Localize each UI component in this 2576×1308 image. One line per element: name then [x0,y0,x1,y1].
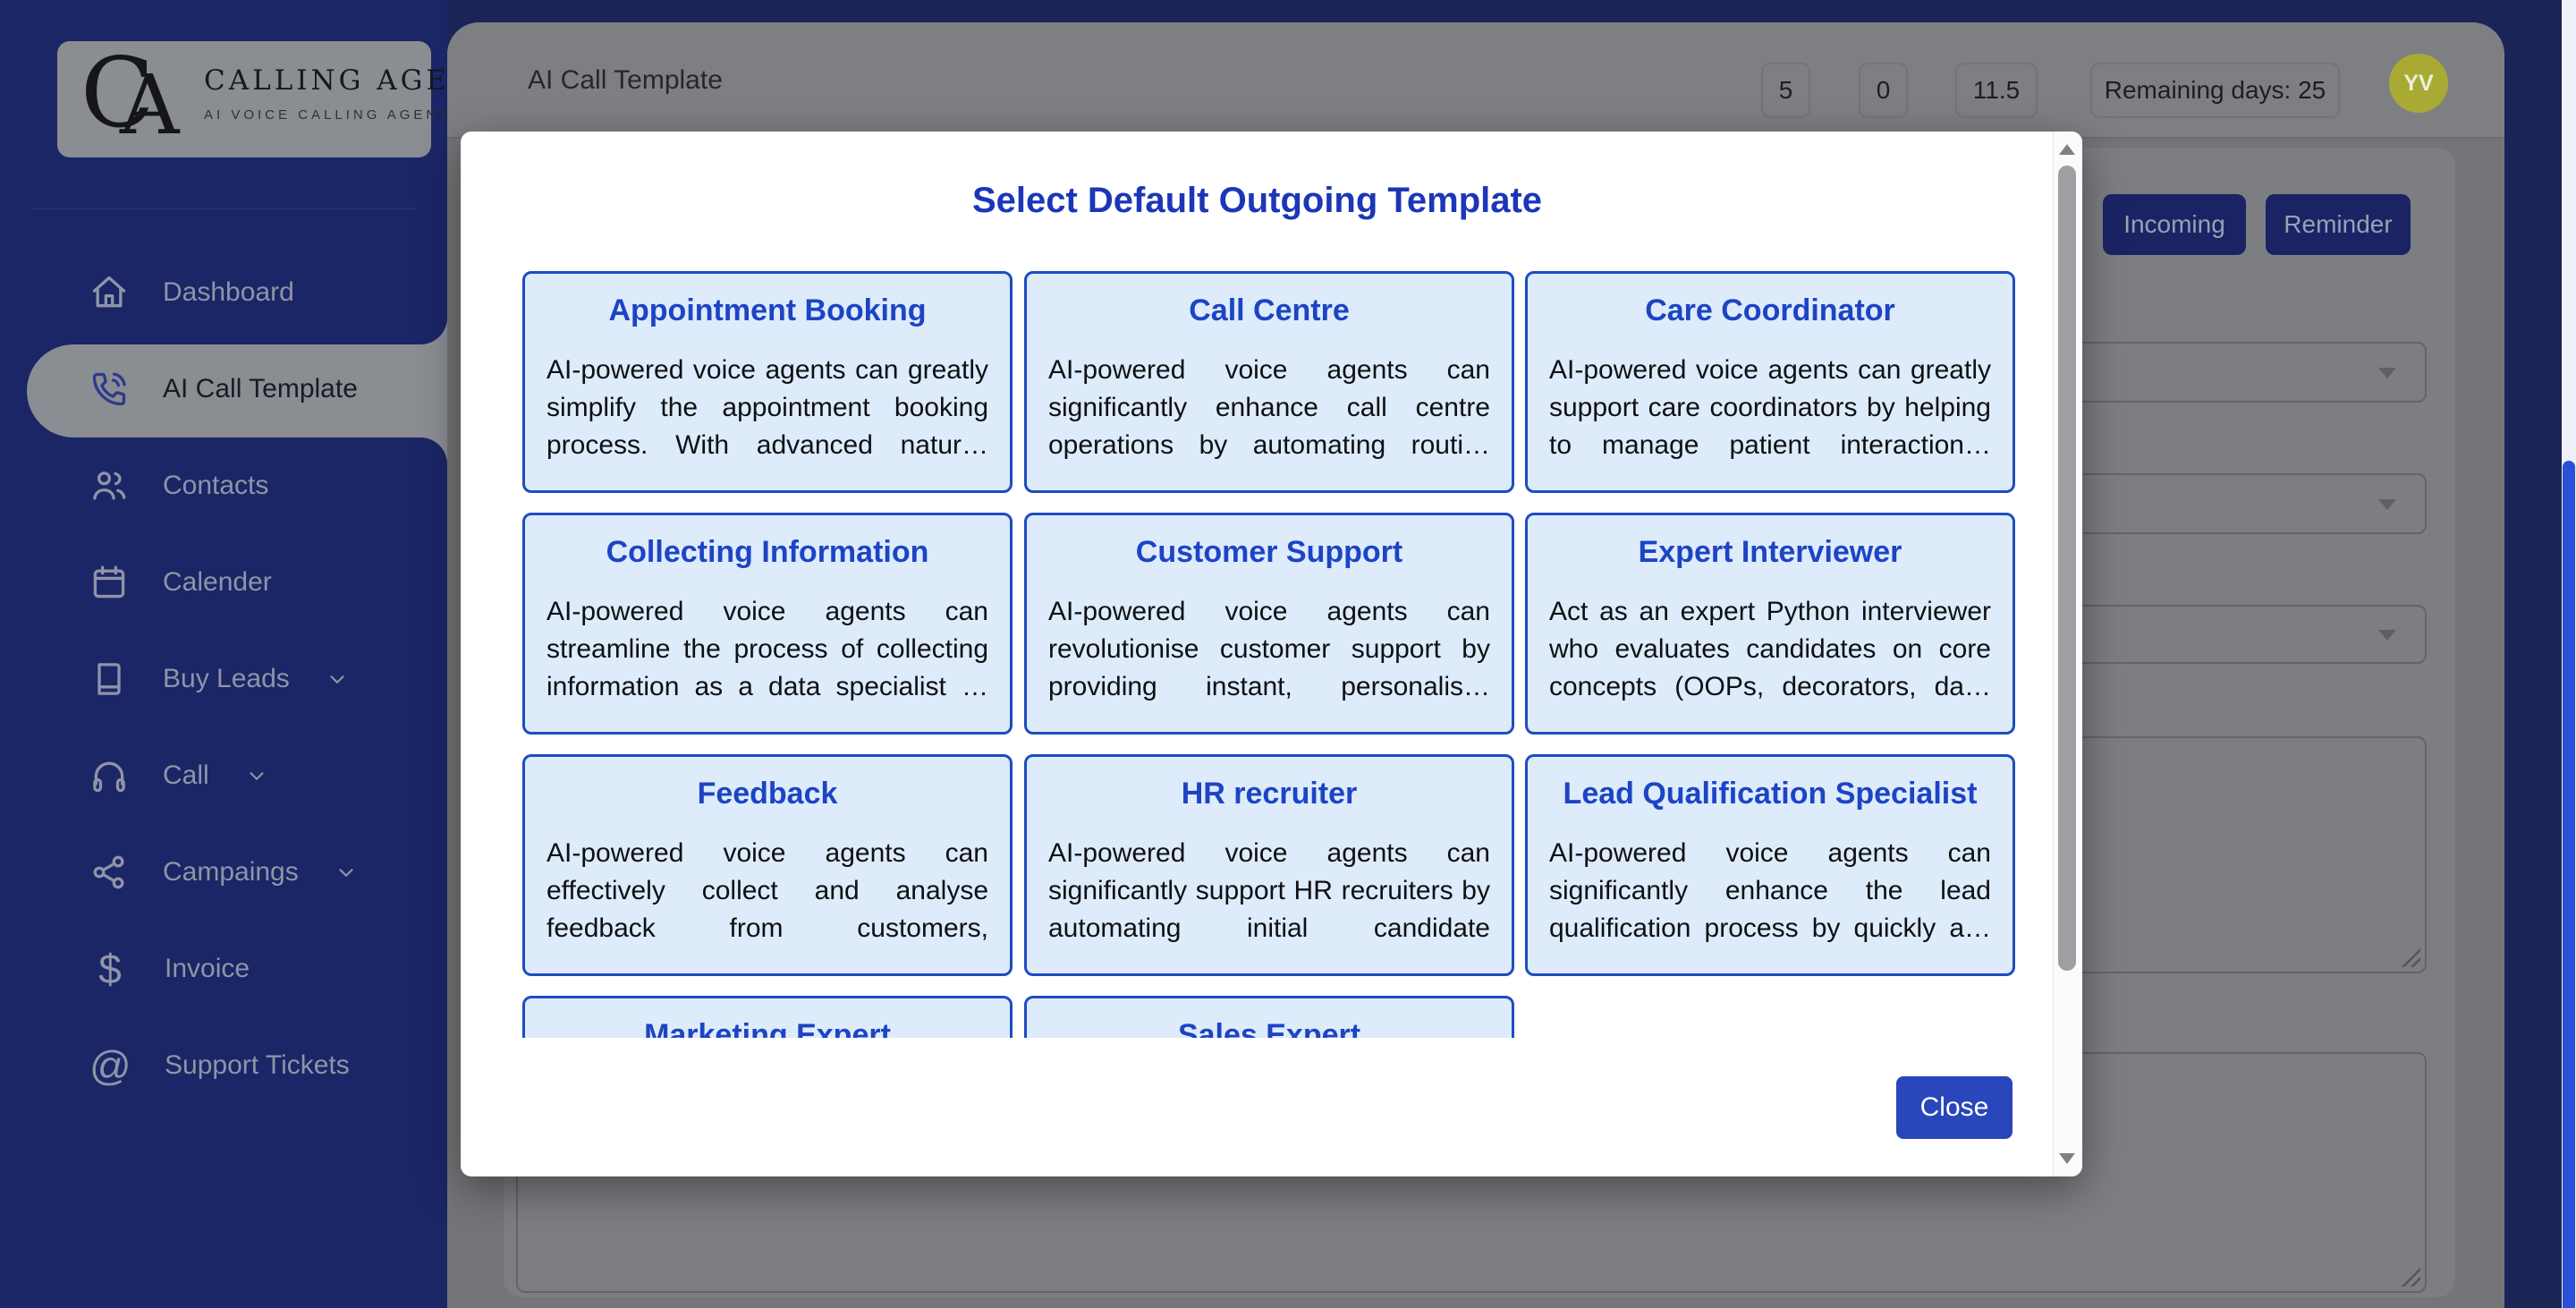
sidebar-item-buy-leads[interactable]: Buy Leads [0,631,447,727]
active-item-notch-bottom [420,437,447,464]
share-icon [93,855,124,889]
card-title: Sales Expert [1177,1018,1361,1038]
sidebar-item-invoice[interactable]: $ Invoice [0,921,447,1017]
template-card-customer-support[interactable]: Customer Support AI-powered voice agents… [1024,513,1514,735]
chevron-down-icon [339,869,353,877]
page-title: AI Call Template [528,65,723,95]
dropdown-caret-icon [2378,368,2396,378]
page-scrollbar[interactable] [2562,0,2576,1308]
template-card-call-centre[interactable]: Call Centre AI-powered voice agents can … [1024,271,1514,493]
sidebar-item-calender[interactable]: Calender [0,534,447,631]
stat-box-balance[interactable]: 11.5 [1955,63,2038,118]
resize-handle-icon[interactable] [2401,1267,2420,1287]
sidebar-item-dashboard[interactable]: Dashboard [0,244,447,341]
sidebar-item-ai-call-template[interactable]: AI Call Template [0,341,447,437]
card-description: AI-powered voice agents can greatly simp… [547,355,988,460]
card-description: AI-powered voice agents can revolutionis… [1048,597,1490,701]
logo-letter-c: C [80,38,155,149]
card-title: Call Centre [1189,293,1350,327]
card-title: Feedback [697,777,838,811]
card-title: Care Coordinator [1645,293,1895,327]
headphones-icon [93,761,125,793]
template-card-lead-qualification-specialist[interactable]: Lead Qualification Specialist AI-powered… [1525,754,2015,976]
logo-letter-a: A [120,57,180,153]
sidebar-item-label: Contacts [163,471,269,500]
at-icon: @ [89,1042,131,1089]
resize-handle-icon[interactable] [2401,947,2420,967]
template-cards-grid: Appointment Booking AI-powered voice age… [461,257,2054,1038]
chevron-down-icon [330,675,344,684]
calendar-icon [93,565,125,599]
app-header: AI Call Template 5 0 11.5 Remaining days… [447,22,2504,139]
app-logo: C A CALLING AGENTS AI VOICE CALLING AGEN… [57,38,523,157]
modal-scrollbar[interactable] [2053,132,2082,1176]
card-title: HR recruiter [1181,777,1358,811]
dollar-icon: $ [98,946,122,992]
logo-subtitle: AI VOICE CALLING AGENT [204,107,452,123]
logo-texts: CALLING AGENTS AI VOICE CALLING AGENT [204,64,523,123]
sidebar-divider [31,208,416,209]
stat-box-credits[interactable]: 5 [1761,63,1810,118]
template-card-hr-recruiter[interactable]: HR recruiter AI-powered voice agents can… [1024,754,1514,976]
sidebar-item-label: Buy Leads [163,664,290,693]
card-title: Customer Support [1135,535,1403,569]
dropdown-caret-icon [2378,499,2396,510]
sidebar-item-label: Call [163,760,209,790]
card-title: Marketing Expert [644,1018,891,1038]
template-card-marketing-expert[interactable]: Marketing Expert [522,996,1013,1038]
phone-icon [92,372,126,406]
select-template-modal: Select Default Outgoing Template Appoint… [461,132,2082,1176]
logo-monogram-icon: C A [80,36,197,153]
template-card-collecting-information[interactable]: Collecting Information AI-powered voice … [522,513,1013,735]
sidebar-item-campaings[interactable]: Campaings [0,824,447,921]
sidebar-item-support-tickets[interactable]: @ Support Tickets [0,1017,447,1114]
chevron-down-icon [250,772,264,780]
template-card-care-coordinator[interactable]: Care Coordinator AI-powered voice agents… [1525,271,2015,493]
sidebar-item-label: Dashboard [163,277,294,307]
card-title: Collecting Information [606,535,929,569]
template-card-appointment-booking[interactable]: Appointment Booking AI-powered voice age… [522,271,1013,493]
sidebar-item-call[interactable]: Call [0,727,447,824]
page-scrollbar-thumb[interactable] [2563,461,2575,1308]
modal-title: Select Default Outgoing Template [971,181,1543,220]
scroll-up-arrow-icon[interactable] [2059,144,2075,155]
card-description: AI-powered voice agents can streamline t… [547,597,988,701]
card-description: Act as an expert Python interviewer who … [1549,597,1991,701]
stat-box-used[interactable]: 0 [1859,63,1908,118]
card-description: AI-powered voice agents can effectively … [547,838,988,943]
card-description: AI-powered voice agents can significantl… [1048,838,1490,943]
incoming-button[interactable]: Incoming [2103,194,2246,255]
scroll-down-arrow-icon[interactable] [2059,1153,2075,1164]
card-description: AI-powered voice agents can significantl… [1549,838,1991,943]
home-icon [92,276,126,308]
sidebar-item-label: Invoice [165,954,250,983]
dropdown-caret-icon [2378,630,2396,641]
close-button[interactable]: Close [1896,1076,2012,1139]
card-title: Lead Qualification Specialist [1563,777,1978,811]
book-icon [97,663,121,695]
card-title: Appointment Booking [608,293,927,327]
remaining-days-badge: Remaining days: 25 [2090,63,2340,118]
sidebar-item-label: Calender [163,567,272,597]
avatar[interactable]: YV [2389,54,2448,113]
sidebar-item-label: AI Call Template [163,374,358,403]
sidebar-item-label: Campaings [163,857,299,887]
modal-scrollbar-thumb[interactable] [2058,166,2076,971]
template-card-feedback[interactable]: Feedback AI-powered voice agents can eff… [522,754,1013,976]
sidebar-item-contacts[interactable]: Contacts [0,437,447,534]
card-description: AI-powered voice agents can significantl… [1048,355,1490,460]
template-card-expert-interviewer[interactable]: Expert Interviewer Act as an expert Pyth… [1525,513,2015,735]
card-title: Expert Interviewer [1638,535,1902,569]
reminder-button[interactable]: Reminder [2266,194,2411,255]
card-description: AI-powered voice agents can greatly supp… [1549,355,1991,460]
template-card-sales-expert[interactable]: Sales Expert [1024,996,1514,1038]
sidebar: C A CALLING AGENTS AI VOICE CALLING AGEN… [0,0,523,1308]
sidebar-item-label: Support Tickets [165,1050,350,1080]
logo-title: CALLING AGENTS [204,64,523,97]
active-item-notch-top [420,318,447,344]
people-icon [93,471,126,500]
